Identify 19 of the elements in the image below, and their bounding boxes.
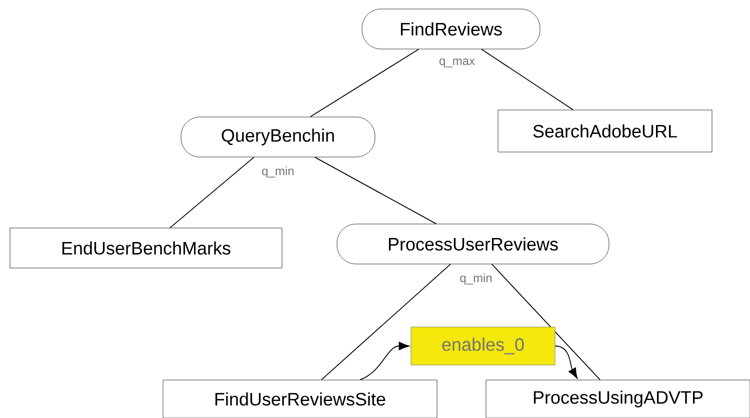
method-box: EndUserBenchMarks bbox=[10, 228, 282, 268]
method-box: FindUserReviewsSite bbox=[162, 380, 438, 418]
method-box: ProcessUsingADVTP bbox=[486, 380, 750, 418]
task-node: QueryBenchin bbox=[180, 116, 376, 158]
function-label: q_min bbox=[460, 273, 492, 285]
task-node: ProcessUserReviews bbox=[336, 224, 610, 264]
relation-arrow bbox=[360, 342, 410, 380]
function-label: q_max bbox=[440, 58, 475, 68]
function-label: q_min bbox=[262, 166, 294, 178]
method-box: SearchAdobeURL bbox=[498, 110, 712, 152]
tree-line bbox=[481, 48, 574, 110]
relation-arrow bbox=[554, 346, 578, 379]
tree-line bbox=[491, 264, 601, 380]
tree-line bbox=[314, 156, 437, 224]
tree-line bbox=[310, 48, 420, 118]
tree-line bbox=[320, 264, 451, 380]
task-node: FindReviews bbox=[362, 8, 540, 50]
tree-line bbox=[170, 156, 254, 228]
relation-box: enables_0 bbox=[410, 326, 556, 366]
